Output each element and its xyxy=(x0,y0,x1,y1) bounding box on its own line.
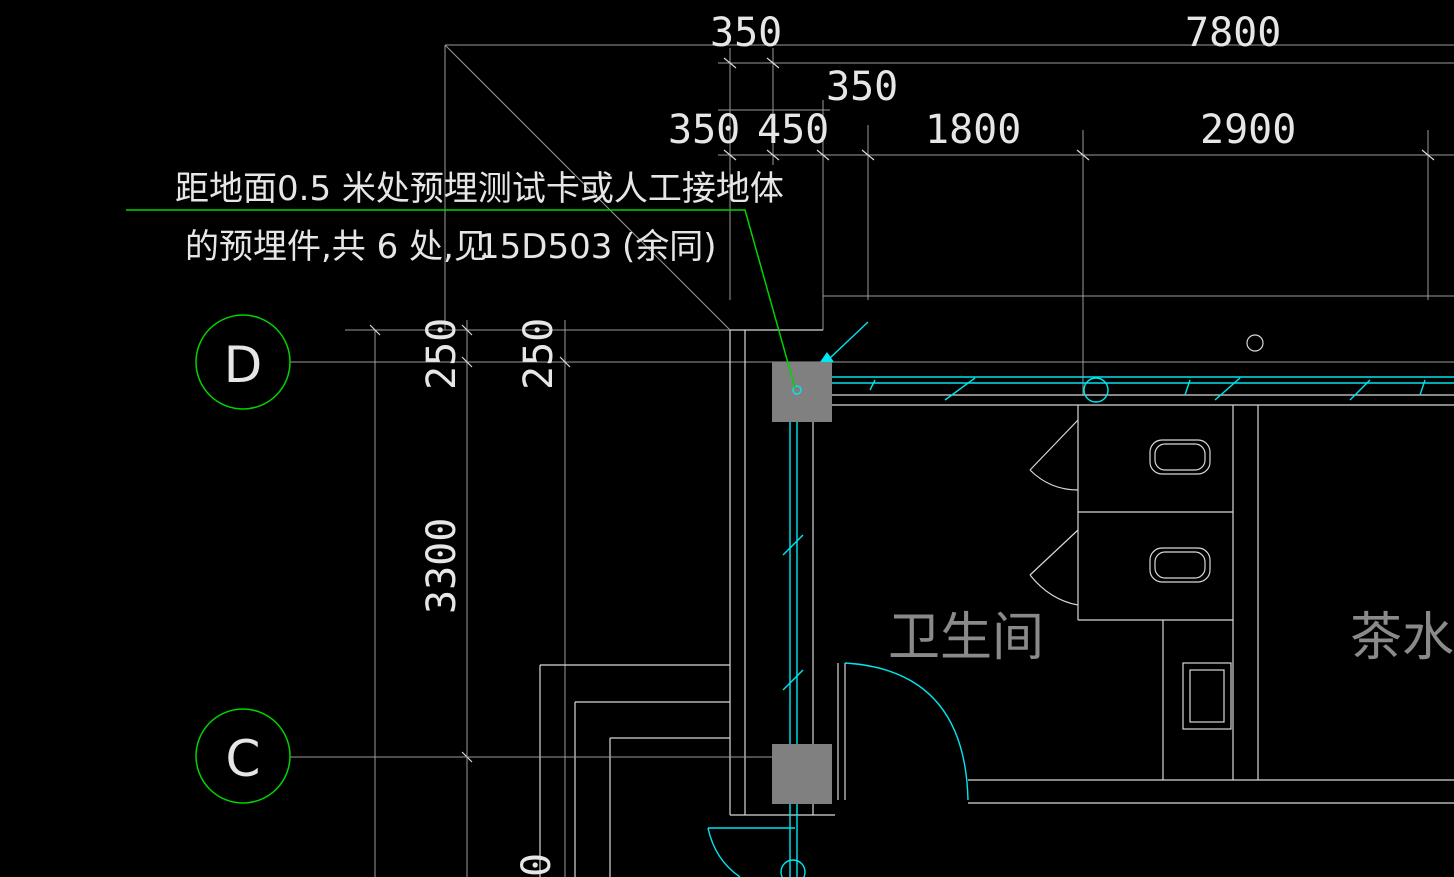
annotation-standard-ref: 15D503 xyxy=(478,227,612,267)
annotation-line-2: 的预埋件,共 6 处,见 xyxy=(185,227,488,267)
fixtures xyxy=(1149,334,1264,730)
dim-left-3300: 3300 xyxy=(419,518,465,614)
dim-third-350: 350 xyxy=(668,107,740,153)
dim-top-7800: 7800 xyxy=(1185,10,1281,56)
doors xyxy=(707,419,1079,877)
room-label-toilet: 卫生间 xyxy=(888,608,1044,668)
annotation-text: 距地面0.5 米处预埋测试卡或人工接地体 的预埋件,共 6 处,见 15D503… xyxy=(175,169,784,267)
axis-label-c: C xyxy=(226,730,261,788)
room-labels: 卫生间 茶水间 xyxy=(888,608,1454,668)
annotation-note: (余同) xyxy=(622,227,717,267)
dim-left-250-b: 250 xyxy=(516,318,562,390)
walls xyxy=(539,329,1454,877)
embedded-plate-d xyxy=(772,362,832,422)
dim-third-2900: 2900 xyxy=(1200,107,1296,153)
room-label-tea-room: 茶水间 xyxy=(1350,608,1454,668)
dim-top-350: 350 xyxy=(710,10,782,56)
dimension-texts: 350 7800 350 350 450 1800 2900 250 250 3… xyxy=(419,10,1296,877)
left-dimension-lines xyxy=(290,320,1454,877)
embedded-plate-c xyxy=(772,744,832,804)
axis-bubble-c: C xyxy=(195,708,291,804)
dim-third-450: 450 xyxy=(757,107,829,153)
axis-label-d: D xyxy=(224,336,263,394)
dim-bottom-partial: 0 xyxy=(514,853,560,877)
dim-second-350: 350 xyxy=(826,64,898,110)
annotation-leader xyxy=(126,209,796,389)
dim-left-250-a: 250 xyxy=(419,318,465,390)
slab-outline xyxy=(444,44,1454,331)
dim-third-1800: 1800 xyxy=(925,107,1021,153)
top-dimension-lines xyxy=(445,44,1454,395)
annotation-line-1: 距地面0.5 米处预埋测试卡或人工接地体 xyxy=(175,169,784,209)
axis-bubble-d: D xyxy=(195,314,291,410)
embedded-plates xyxy=(772,362,832,804)
